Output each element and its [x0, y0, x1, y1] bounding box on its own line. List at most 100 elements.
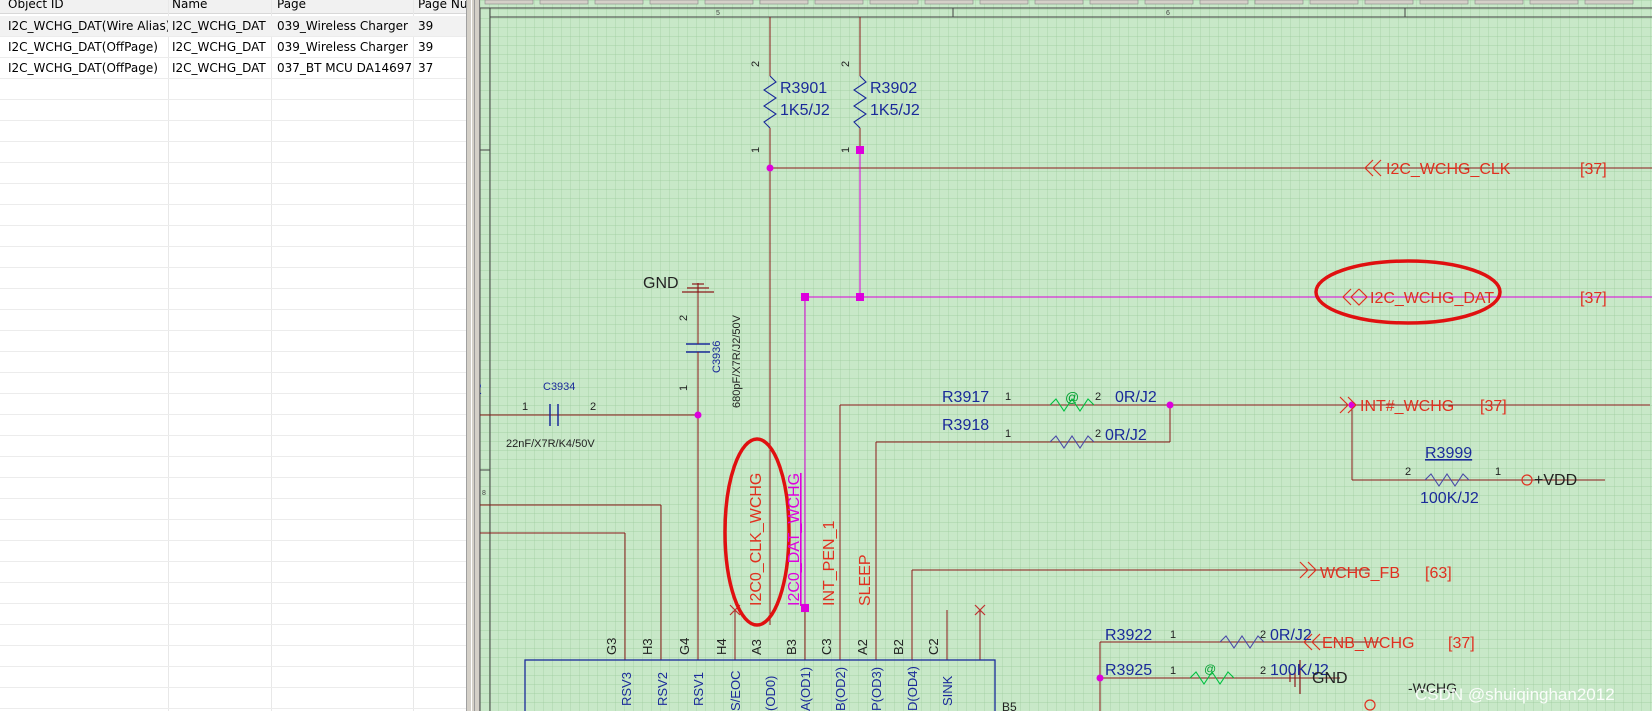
table-row-empty [0, 142, 466, 163]
column-separator[interactable] [413, 0, 414, 711]
cell-page: 037_BT MCU DA14697 [277, 61, 411, 75]
pin-number: 2 [750, 61, 762, 67]
column-separator[interactable] [271, 0, 272, 711]
schematic-drawing: 5 6 8 [480, 0, 1652, 711]
table-row-empty [0, 646, 466, 667]
offpage-page-ref: [37] [1448, 635, 1475, 652]
r3901-value: 1K5/J2 [780, 102, 830, 119]
table-row-empty [0, 163, 466, 184]
table-row-empty [0, 331, 466, 352]
ic-pin-label: A(OD1) [798, 667, 813, 711]
offpage-i2c-wchg-dat: I2C_WCHG_DAT [1370, 290, 1494, 307]
at-marker: @ [1204, 662, 1216, 676]
wchg-label: -WCHG [1408, 680, 1457, 696]
ic-ball-label: G4 [677, 638, 692, 655]
table-row-empty [0, 436, 466, 457]
table-row-empty [0, 100, 466, 121]
offpage-int-wchg: INT#_WCHG [1360, 398, 1454, 415]
zone-number: 6 [1166, 10, 1170, 17]
r3922-ref: R3922 [1105, 627, 1152, 644]
table-row-empty [0, 205, 466, 226]
r3902-value: 1K5/J2 [870, 102, 920, 119]
c3936-value: 680pF/X7R/J2/50V [731, 314, 743, 408]
column-header-page-number[interactable]: Page Nu [418, 0, 466, 11]
highlight-ellipse-offpage [1314, 259, 1502, 325]
table-row-empty [0, 457, 466, 478]
table-row-empty [0, 688, 466, 709]
ic-pin-label: SINK [940, 675, 955, 706]
ic-ref-label: B5 [1002, 700, 1017, 711]
ic-pin-label: RSV2 [655, 672, 670, 706]
pin-number: 2 [840, 61, 852, 67]
ic-ball-label: B3 [784, 639, 799, 655]
r3925-ref: R3925 [1105, 662, 1152, 679]
pin-number: 1 [840, 147, 852, 153]
column-header-page[interactable]: Page [277, 0, 307, 11]
ic-pin-label: P(OD3) [869, 667, 884, 711]
table-row-empty [0, 415, 466, 436]
r3902-ref: R3902 [870, 80, 917, 97]
pin-number: 2 [590, 401, 596, 413]
column-separator[interactable] [168, 0, 169, 711]
cell-page-number: 37 [418, 61, 434, 75]
cell-object-id: I2C_WCHG_DAT(OffPage) [8, 40, 158, 54]
table-row[interactable]: I2C_WCHG_DAT(OffPage) I2C_WCHG_DAT 039_W… [0, 37, 466, 58]
panel-splitter[interactable] [466, 0, 480, 711]
table-row-empty [0, 352, 466, 373]
pin-number: 2 [1405, 466, 1411, 478]
gnd-label: GND [643, 275, 679, 292]
pin-number: 1 [1005, 391, 1011, 403]
cell-name: I2C_WCHG_DAT [172, 61, 266, 75]
net-label-int-pen-1: INT_PEN_1 [821, 521, 838, 606]
table-header: Object ID Name Page Page Nu [0, 0, 466, 14]
c3934-ref: C3934 [543, 381, 575, 393]
table-row-empty [0, 625, 466, 646]
ic-pin-label: B(OD2) [833, 667, 848, 711]
column-header-name[interactable]: Name [172, 0, 208, 11]
pin-number: 1 [1005, 428, 1011, 440]
offpage-page-ref: [37] [1480, 398, 1507, 415]
column-header-object-id[interactable]: Object ID [8, 0, 64, 11]
r3925-value: 100K/J2 [1270, 662, 1329, 679]
offpage-page-ref: [37] [1580, 161, 1607, 178]
zone-number: 5 [716, 10, 720, 17]
vdd-label: +VDD [1534, 472, 1577, 489]
cell-object-id: I2C_WCHG_DAT(Wire Alias) [8, 19, 168, 33]
ic-ball-label: B2 [891, 639, 906, 655]
table-row-empty [0, 247, 466, 268]
table-row-empty [0, 604, 466, 625]
c3936-ref: C3936 [711, 341, 723, 373]
r3917-ref: R3917 [942, 389, 989, 406]
pin-number: 2 [1260, 629, 1266, 641]
ic-pin-label: (OD0) [763, 676, 778, 711]
pin-number: 1 [1170, 665, 1176, 677]
r3918-value: 0R/J2 [1105, 427, 1147, 444]
object-list-panel: Object ID Name Page Page Nu I2C_WCHG_DAT… [0, 0, 466, 711]
at-marker: @ [1065, 389, 1079, 405]
pin-number: 2 [1260, 665, 1266, 677]
r3999-ref: R3999 [1425, 445, 1472, 462]
offpage-enb-wchg: ENB_WCHG [1322, 635, 1414, 652]
table-row-empty [0, 226, 466, 247]
net-label-sleep: SLEEP [857, 554, 874, 606]
offpage-i2c-wchg-clk: I2C_WCHG_CLK [1386, 161, 1511, 178]
table-row-empty [0, 184, 466, 205]
offpage-page-ref: [37] [1580, 290, 1607, 307]
schematic-canvas[interactable]: 5 6 8 [480, 0, 1652, 711]
ic-ball-label: A2 [855, 639, 870, 655]
net-label-i2c0-clk-wchg: I2C0_CLK_WCHG [748, 473, 765, 606]
table-row[interactable]: I2C_WCHG_DAT(Wire Alias) I2C_WCHG_DAT 03… [0, 16, 466, 37]
r3918-ref: R3918 [942, 417, 989, 434]
table-row[interactable]: I2C_WCHG_DAT(OffPage) I2C_WCHG_DAT 037_B… [0, 58, 466, 79]
watermark: CSDN @shuiqinghan2012 [1415, 685, 1615, 704]
r3922-value: 0R/J2 [1270, 627, 1312, 644]
cell-page-number: 39 [418, 40, 434, 54]
cell-page: 039_Wireless Charger [277, 19, 408, 33]
cell-page: 039_Wireless Charger [277, 40, 408, 54]
gnd-label: GND [1312, 670, 1348, 687]
pin-number: 2 [1095, 428, 1101, 440]
r3999-value: 100K/J2 [1420, 490, 1479, 507]
highlight-ellipse-net [723, 437, 791, 627]
ic-pin-label: RSV3 [619, 672, 634, 706]
ic-ball-label: A3 [749, 639, 764, 655]
